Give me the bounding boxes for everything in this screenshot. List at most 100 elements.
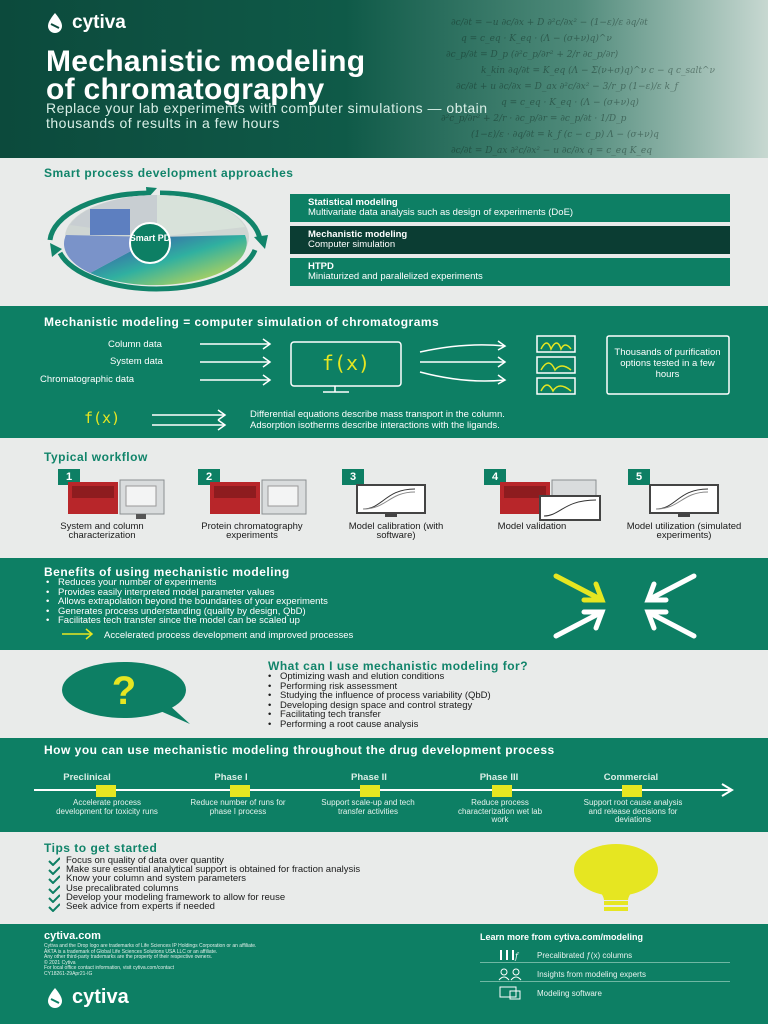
phase-2-desc: Support scale-up and tech transfer activ…: [321, 798, 415, 816]
phase-3-desc: Reduce process characterization wet lab …: [457, 798, 543, 824]
benefits-list: Reduces your number of experiments Provi…: [44, 578, 504, 626]
learn-more-link[interactable]: Learn more from cytiva.com/modeling: [480, 932, 644, 942]
resource-insights-experts[interactable]: Insights from modeling experts: [497, 967, 646, 981]
list-item: Develop your modeling framework to allow…: [48, 893, 548, 903]
list-item: Allows extrapolation beyond the boundari…: [44, 597, 504, 607]
phase-marker: [360, 785, 380, 797]
columns-icon: f: [497, 948, 523, 962]
svg-text:q = c_eq · K_eq · (Λ − (σ+ν)q): q = c_eq · K_eq · (Λ − (σ+ν)q)^ν: [461, 33, 612, 44]
list-item: Focus on quality of data over quantity: [48, 856, 548, 866]
note-line-1: Differential equations describe mass tra…: [250, 409, 505, 420]
checkmark-icon: [48, 875, 60, 885]
step-5-label: Model utilization (simulated experiments…: [626, 521, 742, 541]
step-4-number: 4: [484, 469, 506, 485]
simulation-heading: Mechanistic modeling = computer simulati…: [44, 315, 440, 329]
checkmark-icon: [48, 903, 60, 913]
list-item: Use precalibrated columns: [48, 883, 548, 894]
svg-text:?: ?: [112, 669, 136, 713]
footer-url-link[interactable]: cytiva.com: [44, 930, 101, 942]
resource-modeling-software[interactable]: Modeling software: [497, 986, 602, 1000]
step-1-number: 1: [58, 469, 80, 485]
step-5-number: 5: [628, 469, 650, 485]
checkmark-icon: [48, 894, 60, 903]
page-title: Mechanistic modeling of chromatography: [46, 45, 366, 106]
smart-pd-diagram: Smart PD: [47, 187, 268, 292]
footer-brand-logo[interactable]: cytiva: [44, 986, 129, 1009]
drug-process-heading: How you can use mechanistic modeling thr…: [44, 743, 555, 757]
input-system-data: System data: [110, 356, 163, 367]
list-item: Optimizing wash and elution conditions: [266, 672, 706, 682]
checkmark-icon: [48, 866, 60, 876]
list-item: Generates process understanding (quality…: [44, 606, 504, 617]
step-3-monitor-image: [356, 484, 426, 517]
converging-arrows-icon: [553, 573, 697, 639]
tips-heading: Tips to get started: [44, 841, 158, 855]
uses-heading: What can I use mechanistic modeling for?: [268, 659, 529, 673]
footer: [0, 924, 768, 1024]
approach-mechanistic: Mechanistic modeling Computer simulation: [290, 226, 730, 254]
simulation-flow-graphic: f(x): [200, 335, 730, 395]
phase-marker: [492, 785, 512, 797]
phase-3-title: Phase III: [479, 772, 519, 783]
step-4-label: Model validation: [497, 521, 567, 532]
list-item: Make sure essential analytical support i…: [48, 865, 548, 876]
brand-name: cytiva: [72, 12, 126, 33]
step-5-monitor-image: [649, 484, 719, 517]
lightbulb-icon: [574, 844, 658, 911]
svg-text:(1−ε)/ε · ∂q/∂t = k_f (c − c_p: (1−ε)/ε · ∂q/∂t = k_f (c − c_p) Λ − (σ+ν…: [471, 129, 659, 140]
result-arrow-icon: [62, 628, 94, 640]
uses-list: Optimizing wash and elution conditions P…: [266, 672, 706, 729]
hero-banner: ∂c/∂t = −u ∂c/∂x + D ∂²c/∂x² − (1−ε)/ε ∂…: [0, 0, 768, 158]
svg-text:∂c/∂t = D_ax ∂²c/∂x² − u ∂c/∂x: ∂c/∂t = D_ax ∂²c/∂x² − u ∂c/∂x q = c_eq …: [451, 146, 652, 156]
tips-list: Focus on quality of data over quantity M…: [48, 856, 548, 913]
step-2-instrument-image: [210, 479, 307, 515]
input-chromatographic-data: Chromatographic data: [40, 374, 134, 385]
phase-marker: [96, 785, 116, 797]
divider: [480, 962, 730, 963]
step-4-instrument-image: [500, 479, 601, 521]
phase-preclinical-title: Preclinical: [63, 772, 111, 783]
phase-marker: [230, 785, 250, 797]
resource-precalibrated-columns[interactable]: f Precalibrated ƒ(x) columns: [497, 948, 632, 962]
step-3-number: 3: [342, 469, 364, 485]
equations-background: ∂c/∂t = −u ∂c/∂x + D ∂²c/∂x² − (1−ε)/ε ∂…: [430, 0, 768, 158]
input-column-data: Column data: [108, 339, 162, 350]
approach-statistical: Statistical modeling Multivariate data a…: [290, 194, 730, 222]
svg-text:∂c/∂t = −u ∂c/∂x + D ∂²c/∂x²: ∂c/∂t = −u ∂c/∂x + D ∂²c/∂x² − (1−ε)/ε ∂…: [451, 17, 648, 28]
phase-preclinical-desc: Accelerate process development for toxic…: [56, 798, 158, 816]
phase-1-title: Phase I: [214, 772, 248, 783]
phase-commercial-desc: Support root cause analysis and release …: [583, 798, 683, 824]
fx-note-arrows: [152, 409, 227, 431]
cytiva-drop-icon: [48, 987, 62, 1008]
list-item: Reduces your number of experiments: [44, 578, 504, 588]
step-1-instrument-image: [68, 479, 165, 519]
list-item: Performing risk assessment: [266, 681, 706, 692]
legal-text: Cytiva and the Drop logo are trademarks …: [44, 943, 257, 977]
list-item: Facilitates tech transfer since the mode…: [44, 616, 504, 626]
list-item: Developing design space and control stra…: [266, 700, 706, 711]
fx-note-label: f(x): [84, 409, 121, 427]
approaches-heading: Smart process development approaches: [44, 166, 294, 180]
list-item: Performing a root cause analysis: [266, 719, 706, 730]
list-item: Seek advice from experts if needed: [48, 902, 548, 913]
step-3-label: Model calibration (with software): [348, 521, 444, 541]
simulation-section: [0, 306, 768, 438]
svg-text:f: f: [514, 952, 520, 961]
list-item: Provides easily interpreted model parame…: [44, 587, 504, 598]
benefits-result: Accelerated process development and impr…: [104, 630, 354, 641]
svg-text:∂c/∂t + u ∂c/∂x = D_ax ∂²c/∂x²: ∂c/∂t + u ∂c/∂x = D_ax ∂²c/∂x² − 3/r_p (…: [456, 81, 680, 92]
brand-logo[interactable]: cytiva: [44, 12, 126, 34]
note-line-2: Adsorption isotherms describe interactio…: [250, 420, 500, 431]
phase-2-title: Phase II: [351, 772, 387, 783]
step-1-label: System and column characterization: [60, 521, 144, 541]
list-item: Facilitating tech transfer: [266, 710, 706, 720]
question-bubble-icon: ?: [62, 662, 190, 724]
step-2-label: Protein chromatography experiments: [201, 521, 303, 541]
people-icon: [497, 967, 523, 981]
svg-text:∂²c_p/∂r² + 2/r · ∂c_p/∂r = ∂c: ∂²c_p/∂r² + 2/r · ∂c_p/∂r = ∂c_p/∂t · 1/…: [441, 114, 627, 124]
svg-text:q = c_eq · K_eq · (Λ − (σ+ν)q): q = c_eq · K_eq · (Λ − (σ+ν)q): [501, 97, 639, 108]
footer-brand-name: cytiva: [72, 986, 129, 1008]
checkmark-icon: [48, 884, 60, 894]
list-item: Studying the influence of process variab…: [266, 691, 706, 701]
equation-texture: ∂c/∂t = −u ∂c/∂x + D ∂²c/∂x² − (1−ε)/ε ∂…: [441, 17, 716, 156]
